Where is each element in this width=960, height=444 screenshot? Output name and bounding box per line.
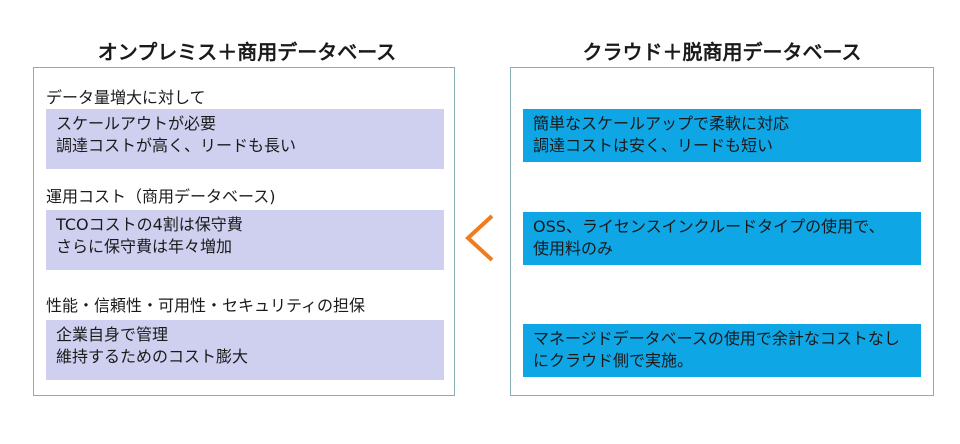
section-label-reliability: 性能・信頼性・可用性・セキュリティの担保 — [46, 296, 366, 315]
box-line: TCOコストの4割は保守費 — [56, 215, 243, 234]
box-line: 調達コストが高く、リードも長い — [56, 136, 297, 155]
right-panel: 簡単なスケールアップで柔軟に対応 調達コストは安く、リードも短い OSS、ライセ… — [510, 67, 934, 396]
box-line: スケールアウトが必要 — [56, 114, 217, 133]
right-column-title: クラウド＋脱商用データベース — [582, 40, 862, 64]
box-line: 調達コストは安く、リードも短い — [533, 136, 774, 155]
box-line: 維持するためのコスト膨大 — [56, 347, 249, 366]
less-than-icon — [465, 214, 494, 262]
info-box-self-management: 企業自身で管理 維持するためのコスト膨大 — [46, 320, 444, 380]
box-line: 使用料のみ — [533, 239, 614, 258]
info-box-scale-out: スケールアウトが必要 調達コストが高く、リードも長い — [46, 109, 444, 169]
box-line: 企業自身で管理 — [56, 325, 169, 344]
info-box-tco: TCOコストの4割は保守費 さらに保守費は年々増加 — [46, 210, 444, 270]
section-label-operation-cost: 運用コスト（商用データベース) — [46, 187, 276, 206]
info-box-oss: OSS、ライセンスインクルードタイプの使用で、 使用料のみ — [523, 212, 921, 265]
left-panel: データ量増大に対して スケールアウトが必要 調達コストが高く、リードも長い 運用… — [33, 67, 455, 396]
box-line: マネージドデータベースの使用で余計なコストなし — [533, 329, 900, 348]
box-line: にクラウド側で実施。 — [533, 351, 694, 370]
info-box-scale-up: 簡単なスケールアップで柔軟に対応 調達コストは安く、リードも短い — [523, 109, 921, 162]
box-line: 簡単なスケールアップで柔軟に対応 — [533, 114, 790, 133]
info-box-managed-db: マネージドデータベースの使用で余計なコストなし にクラウド側で実施。 — [523, 324, 921, 377]
left-column-title: オンプレミス＋商用データベース — [97, 40, 397, 64]
section-label-data-growth: データ量増大に対して — [46, 88, 206, 107]
box-line: さらに保守費は年々増加 — [56, 237, 233, 256]
box-line: OSS、ライセンスインクルードタイプの使用で、 — [533, 217, 885, 236]
